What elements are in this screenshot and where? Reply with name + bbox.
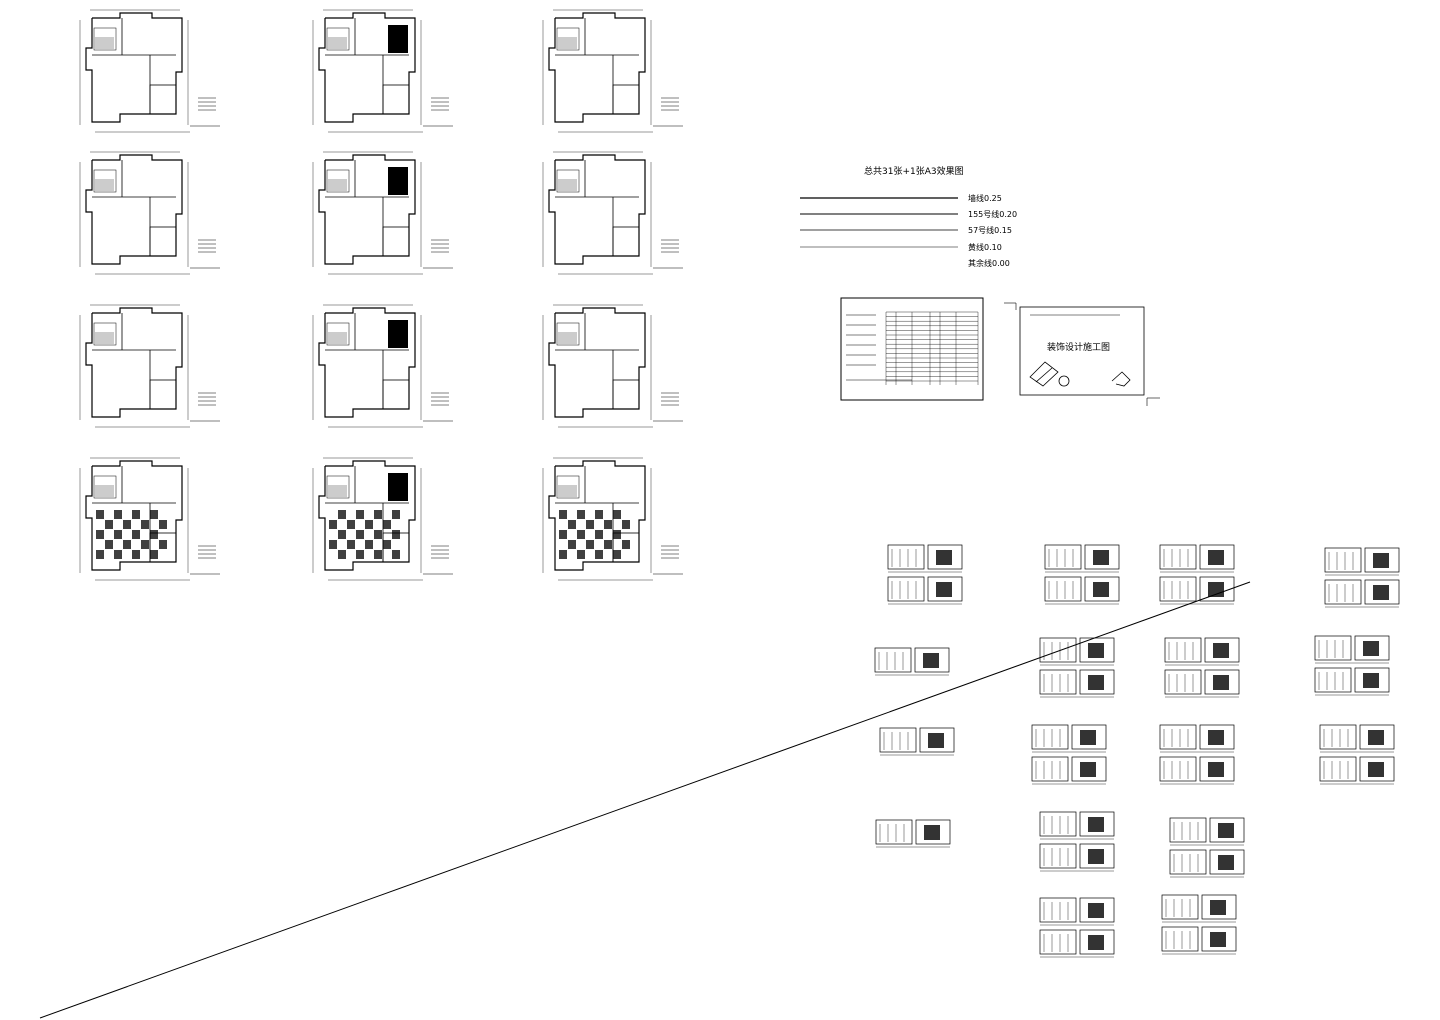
floor-plan — [312, 151, 453, 275]
legend-label-2: 155号线0.20 — [968, 209, 1017, 219]
floor-plan — [312, 457, 453, 581]
legend-label-4: 黄线0.10 — [968, 242, 1002, 252]
elevation-drawing — [1161, 894, 1237, 955]
floor-plan — [542, 9, 683, 133]
elevation-drawing — [1031, 724, 1107, 785]
legend-label-5: 其余线0.00 — [968, 258, 1010, 268]
elevation-drawing — [874, 647, 950, 676]
legend-label-1: 墙线0.25 — [968, 193, 1002, 203]
floor-plans-group — [79, 9, 683, 581]
index-table — [846, 311, 979, 385]
floor-plan — [79, 9, 220, 133]
legend-block: 总共31张+1张A3效果图 墙线0.25 155号线0.20 57号线0.15 … — [800, 165, 1017, 268]
elevation-drawing — [1044, 544, 1120, 605]
floor-plan — [79, 304, 220, 428]
floor-plan — [79, 457, 220, 581]
elevation-drawing — [1314, 635, 1390, 696]
elevation-drawing — [1159, 544, 1235, 605]
elevation-drawing — [1319, 724, 1395, 785]
elevation-drawing — [879, 727, 955, 756]
diagonal-line — [39, 581, 1251, 1019]
elevations-group — [874, 544, 1400, 958]
floor-plan — [542, 304, 683, 428]
floor-plan — [312, 304, 453, 428]
elevation-drawing — [887, 544, 963, 605]
elevation-drawing — [1324, 547, 1400, 608]
cover-title: 装饰设计施工图 — [1047, 341, 1110, 353]
elevation-drawing — [1039, 897, 1115, 958]
drawing-index-sheet — [840, 297, 984, 401]
cover-sheet: 装饰设计施工图 — [1004, 302, 1160, 406]
elevation-drawing — [1169, 817, 1245, 878]
floor-plan — [79, 151, 220, 275]
elevation-drawing — [1164, 637, 1240, 698]
floor-plan — [542, 151, 683, 275]
elevation-drawing — [875, 819, 951, 848]
cover-logo — [1029, 361, 1131, 387]
legend-label-3: 57号线0.15 — [968, 225, 1012, 235]
legend-title: 总共31张+1张A3效果图 — [864, 165, 964, 177]
floor-plan — [542, 457, 683, 581]
floor-plan — [312, 9, 453, 133]
elevation-drawing — [1039, 811, 1115, 872]
elevation-drawing — [1039, 637, 1115, 698]
elevation-drawing — [1159, 724, 1235, 785]
